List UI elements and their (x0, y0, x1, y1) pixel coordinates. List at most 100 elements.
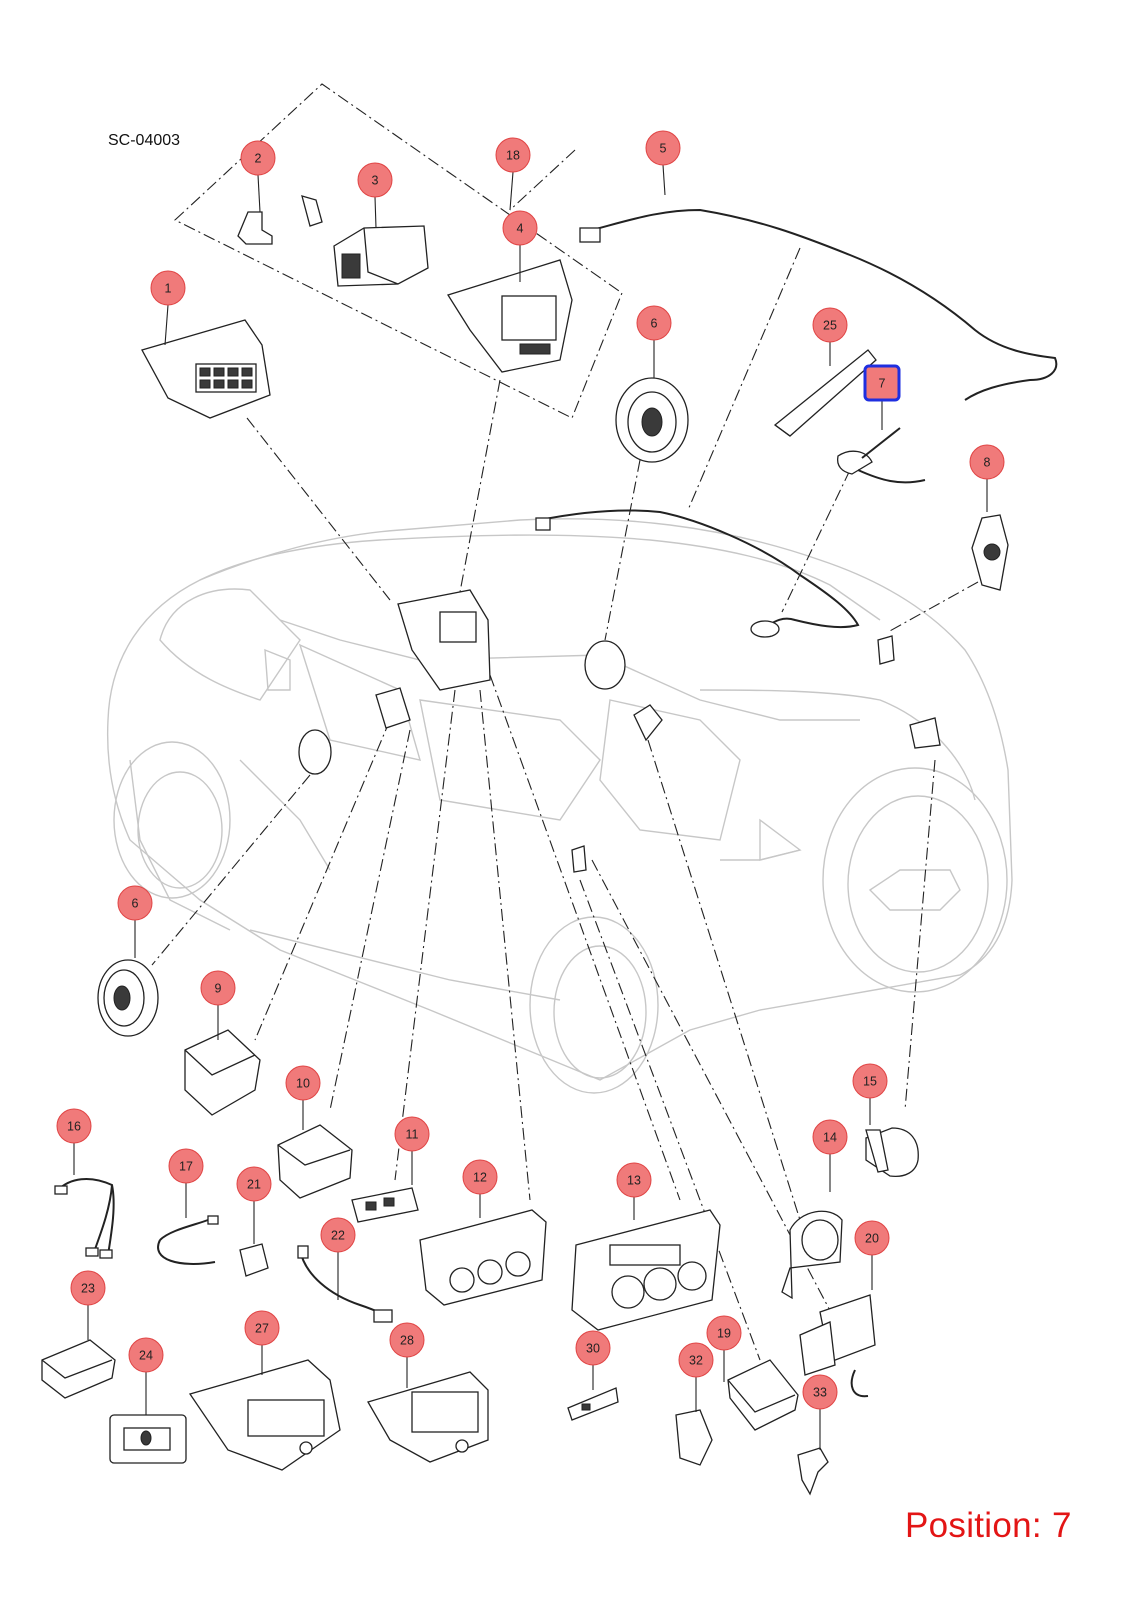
callout-circle[interactable] (56, 1108, 92, 1144)
callout-circle[interactable] (462, 1159, 498, 1195)
callout-circle[interactable] (854, 1220, 890, 1256)
callout-circle[interactable] (706, 1315, 742, 1351)
position-label: Position: 7 (905, 1506, 1072, 1545)
callout-circle[interactable] (285, 1065, 321, 1101)
callout-16[interactable]: 16 (56, 1108, 92, 1175)
callout-5[interactable]: 5 (645, 130, 681, 196)
callout-4[interactable]: 4 (502, 210, 538, 282)
part-8-bracket (971, 514, 1009, 591)
callout-circle[interactable] (117, 885, 153, 921)
callout-15[interactable]: 15 (852, 1063, 888, 1125)
callout-24[interactable]: 24 (128, 1337, 164, 1415)
callout-circle[interactable] (636, 305, 672, 341)
diagram-code: SC-04003 (108, 132, 181, 149)
callout-circle[interactable] (812, 1119, 848, 1155)
callout-number: 12 (473, 1171, 487, 1185)
callout-number: 7 (879, 377, 886, 391)
callout-number: 9 (215, 982, 222, 996)
callout-number: 4 (517, 222, 524, 236)
callout-circle[interactable] (502, 210, 538, 246)
part-10-module (277, 1124, 353, 1199)
callout-number: 15 (863, 1075, 877, 1089)
callout-number: 8 (984, 456, 991, 470)
callout-circle[interactable] (389, 1322, 425, 1358)
callout-circle[interactable] (128, 1337, 164, 1373)
part-30-bracket (567, 1387, 619, 1421)
callout-6[interactable]: 6 (117, 885, 153, 958)
callout-circle[interactable] (236, 1166, 272, 1202)
callout-circle[interactable] (240, 140, 276, 176)
callout-14[interactable]: 14 (812, 1119, 848, 1192)
callout-7[interactable]: 7 (863, 364, 901, 430)
callout-circle[interactable] (244, 1310, 280, 1346)
callout-circle[interactable] (645, 130, 681, 166)
callout-23[interactable]: 23 (70, 1270, 106, 1340)
callout-number: 22 (331, 1229, 345, 1243)
callout-selected-box[interactable] (863, 364, 901, 402)
callout-number: 2 (255, 152, 262, 166)
callout-11[interactable]: 11 (394, 1116, 430, 1185)
callout-number: 17 (179, 1160, 193, 1174)
callout-13[interactable]: 13 (616, 1162, 652, 1220)
callout-number: 18 (506, 149, 520, 163)
callout-number: 19 (717, 1327, 731, 1341)
part-21-jack (239, 1243, 269, 1277)
part-23-module (41, 1339, 116, 1399)
callout-circle[interactable] (320, 1217, 356, 1253)
callout-circle[interactable] (150, 270, 186, 306)
callout-number: 25 (823, 319, 837, 333)
callout-27[interactable]: 27 (244, 1310, 280, 1375)
callout-number: 5 (660, 142, 667, 156)
part-32-bracket (675, 1409, 713, 1466)
callout-circle[interactable] (357, 162, 393, 198)
part-14-horn (781, 1210, 843, 1300)
part-1-head-unit (141, 319, 271, 419)
callout-25[interactable]: 25 (812, 307, 848, 366)
part-2-bracket (237, 195, 323, 245)
callout-circle[interactable] (168, 1148, 204, 1184)
part-6-speaker-upper (615, 377, 689, 463)
callout-leader-line (164, 304, 169, 346)
callout-circle[interactable] (802, 1374, 838, 1410)
callout-circle[interactable] (70, 1270, 106, 1306)
callout-10[interactable]: 10 (285, 1065, 321, 1130)
callout-33[interactable]: 33 (802, 1374, 838, 1450)
callout-circle[interactable] (575, 1330, 611, 1366)
callout-8[interactable]: 8 (969, 444, 1005, 512)
callout-circle[interactable] (812, 307, 848, 343)
callout-21[interactable]: 21 (236, 1166, 272, 1244)
callout-circle[interactable] (394, 1116, 430, 1152)
callout-circle[interactable] (969, 444, 1005, 480)
callout-1[interactable]: 1 (150, 270, 186, 346)
part-20-module (799, 1294, 876, 1398)
callout-leader-line (509, 171, 514, 211)
callout-20[interactable]: 20 (854, 1220, 890, 1290)
callout-9[interactable]: 9 (200, 970, 236, 1040)
callout-32[interactable]: 32 (678, 1342, 714, 1412)
part-19-module (727, 1359, 799, 1431)
callout-18[interactable]: 18 (495, 137, 531, 211)
callout-circle[interactable] (678, 1342, 714, 1378)
callout-6[interactable]: 6 (636, 305, 672, 378)
callout-leader-line (374, 196, 377, 229)
callout-22[interactable]: 22 (320, 1217, 356, 1300)
callout-30[interactable]: 30 (575, 1330, 611, 1390)
callout-number: 21 (247, 1178, 261, 1192)
callout-12[interactable]: 12 (462, 1159, 498, 1218)
callout-circle[interactable] (495, 137, 531, 173)
callout-number: 14 (823, 1131, 837, 1145)
callout-number: 20 (865, 1232, 879, 1246)
callout-19[interactable]: 19 (706, 1315, 742, 1382)
callout-2[interactable]: 2 (240, 140, 276, 213)
callout-circle[interactable] (616, 1162, 652, 1198)
part-28-head-unit (367, 1371, 489, 1463)
callout-17[interactable]: 17 (168, 1148, 204, 1218)
callout-3[interactable]: 3 (357, 162, 393, 229)
callout-28[interactable]: 28 (389, 1322, 425, 1388)
callout-circle[interactable] (200, 970, 236, 1006)
part-16-cable (54, 1178, 115, 1259)
vehicle-outline (106, 518, 1013, 1094)
callout-circle[interactable] (852, 1063, 888, 1099)
callout-number: 6 (651, 317, 658, 331)
